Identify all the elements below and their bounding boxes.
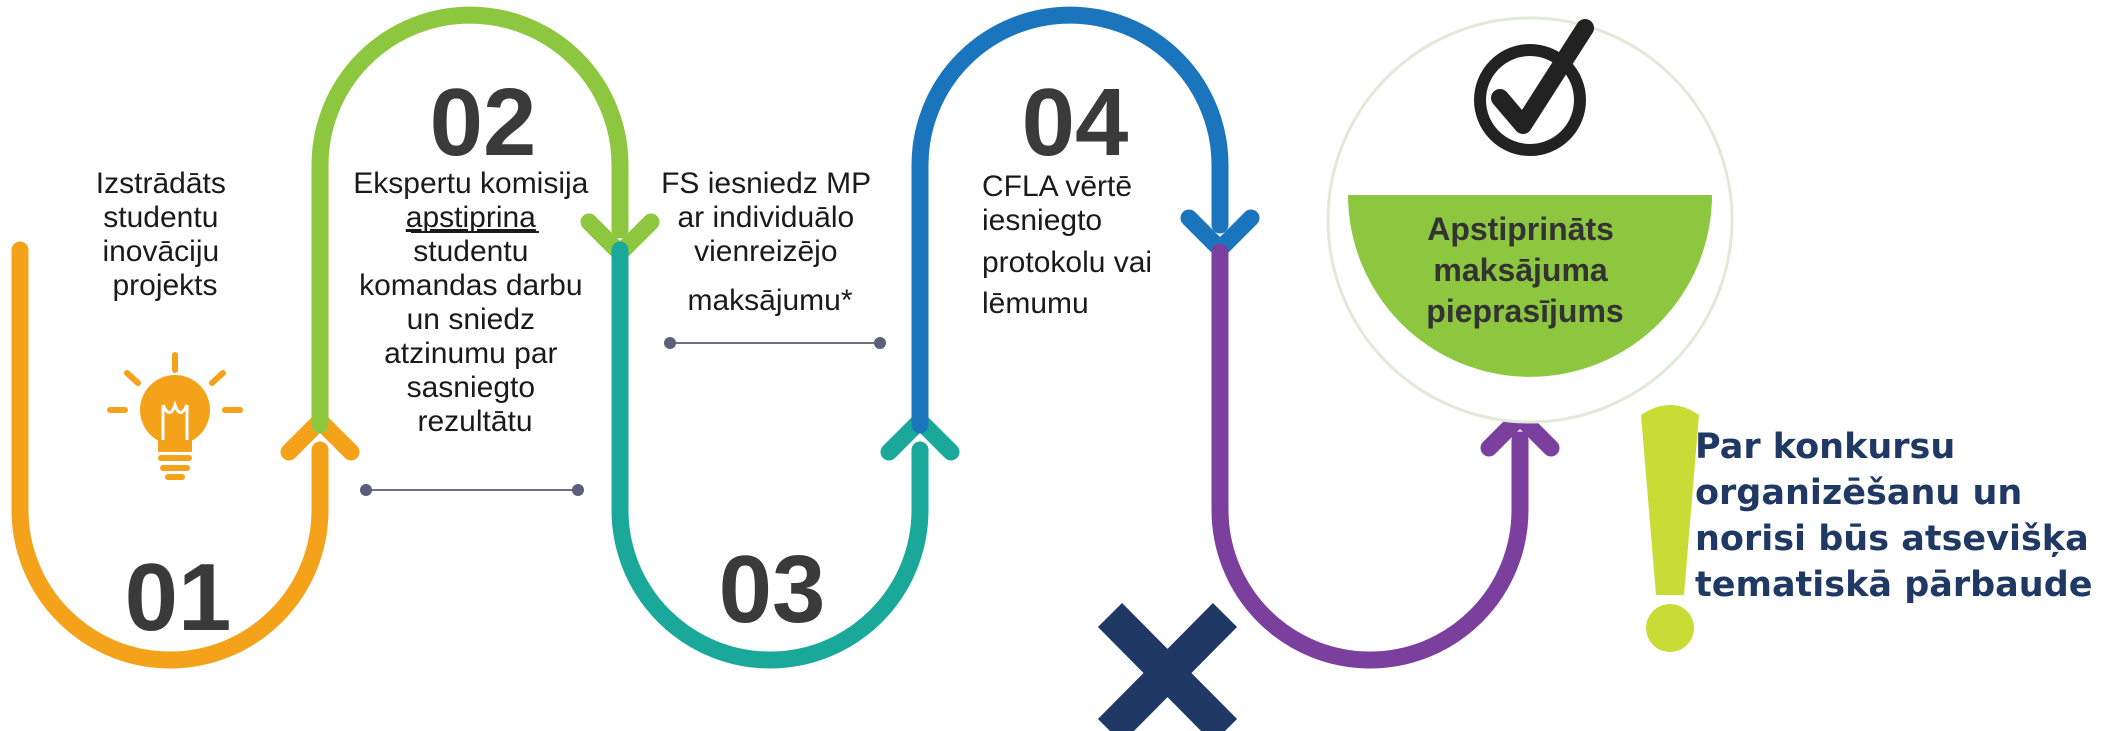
note-text: Par konkursu organizēšanu un norisi būs … bbox=[1695, 424, 2125, 608]
step-03-line: FS iesniedz MP bbox=[661, 167, 871, 200]
step-02-label: Ekspertu komisija apstiprina studentu ko… bbox=[353, 167, 596, 438]
step-04-number: 04 bbox=[1022, 69, 1129, 176]
checkmark-icon bbox=[1474, 19, 1594, 156]
step-02-separator bbox=[360, 484, 584, 496]
step-04-line: iesniegto bbox=[982, 204, 1102, 237]
step-01-number: 01 bbox=[125, 544, 232, 651]
step-03-label: FS iesniedz MP ar individuālo vienreizēj… bbox=[661, 167, 879, 317]
step-03-line: maksājumu* bbox=[687, 284, 852, 317]
result-circle bbox=[1326, 16, 1734, 424]
result-line: pieprasījums bbox=[1426, 293, 1623, 329]
step-04-label: CFLA vērtē iesniegto protokolu vai lēmum… bbox=[982, 170, 1160, 320]
path-segment-04 bbox=[911, 6, 1229, 434]
step-02-line-underlined: apstiprina bbox=[406, 201, 536, 234]
step-01-line: projekts bbox=[112, 269, 217, 302]
note-line: Par konkursu bbox=[1695, 427, 1956, 467]
step-02-line: rezultātu bbox=[417, 405, 532, 438]
lightbulb-icon bbox=[107, 352, 243, 480]
note-line: norisi būs atsevišķa bbox=[1695, 519, 2089, 559]
step-02-line: un sniedz bbox=[407, 303, 535, 336]
step-04-line: protokolu vai bbox=[982, 246, 1152, 279]
cross-icon bbox=[1097, 603, 1238, 731]
path-segment-03 bbox=[611, 241, 929, 669]
step-03-line: vienreizējo bbox=[694, 235, 837, 268]
step-02-line: atzinumu par bbox=[384, 337, 557, 370]
step-02-line: sasniegto bbox=[407, 371, 535, 404]
step-02-line: komandas darbu bbox=[359, 269, 582, 302]
result-line: Apstiprināts bbox=[1427, 211, 1614, 247]
result-line: maksājuma bbox=[1433, 252, 1608, 288]
step-01-line: inovāciju bbox=[102, 235, 219, 268]
path-segment-02 bbox=[311, 6, 629, 434]
path-segment-final bbox=[1211, 243, 1529, 669]
step-01-line: studentu bbox=[103, 201, 218, 234]
step-03-number: 03 bbox=[719, 536, 826, 643]
step-02-number: 02 bbox=[430, 69, 537, 176]
result-label: Apstiprināts maksājuma pieprasījums bbox=[1426, 211, 1623, 329]
step-02-line: studentu bbox=[413, 235, 528, 268]
step-04-line: CFLA vērtē bbox=[982, 170, 1132, 203]
step-02-line: Ekspertu komisija bbox=[353, 167, 588, 200]
path-segment-01 bbox=[11, 241, 329, 669]
note-line: tematiskā pārbaude bbox=[1695, 565, 2093, 605]
exclamation-icon bbox=[1641, 405, 1699, 652]
step-03-line: ar individuālo bbox=[677, 201, 854, 234]
note-line: organizēšanu un bbox=[1695, 473, 2023, 513]
step-01-label: Izstrādāts studentu inovāciju projekts bbox=[96, 167, 234, 302]
step-04-line: lēmumu bbox=[982, 287, 1089, 320]
step-01-line: Izstrādāts bbox=[96, 167, 226, 200]
step-03-separator bbox=[664, 337, 886, 349]
